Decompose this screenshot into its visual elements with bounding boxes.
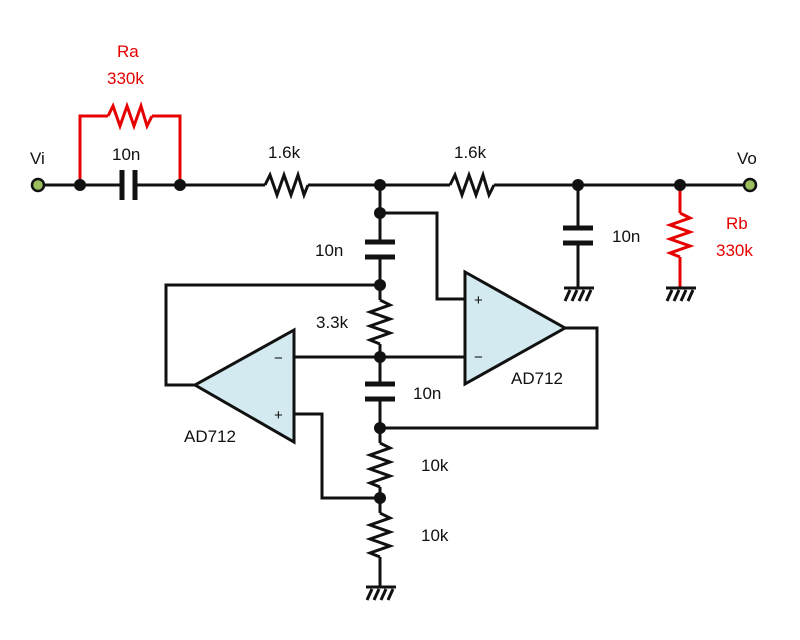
label-cin-value: 10n bbox=[112, 145, 140, 164]
junction-dot bbox=[374, 279, 386, 291]
resistor-ra bbox=[106, 101, 154, 131]
ground-icon bbox=[563, 286, 594, 302]
opamp-left-plus: + bbox=[274, 407, 283, 424]
label-cgic2-value: 10n bbox=[413, 384, 441, 403]
junction-dot bbox=[174, 179, 186, 191]
opamp-left-minus: − bbox=[274, 350, 283, 367]
output-terminal bbox=[742, 177, 758, 193]
wire-right-output bbox=[380, 326, 599, 430]
resistor-rb bbox=[665, 211, 695, 259]
label-r1-value: 1.6k bbox=[268, 143, 301, 162]
label-rdiv1-value: 10k bbox=[421, 456, 449, 475]
wire-to-right-plus bbox=[380, 211, 465, 301]
junction-dot bbox=[374, 351, 386, 363]
opamp-left bbox=[191, 327, 296, 445]
resistor-r2 bbox=[448, 170, 496, 200]
ground-icon bbox=[665, 286, 696, 302]
label-rb-value: 330k bbox=[716, 241, 753, 260]
label-r2-value: 1.6k bbox=[454, 143, 487, 162]
wire-left-feedback bbox=[164, 283, 380, 387]
junction-dot bbox=[374, 207, 386, 219]
label-opamp-right: AD712 bbox=[511, 369, 563, 388]
resistor-r-gic bbox=[365, 298, 395, 346]
junction-dot bbox=[572, 179, 584, 191]
opamp-right bbox=[463, 269, 569, 387]
junction-dot bbox=[74, 179, 86, 191]
label-vo: Vo bbox=[737, 149, 757, 168]
ground-icon bbox=[365, 585, 396, 601]
input-terminal bbox=[30, 177, 46, 193]
junction-dot bbox=[374, 179, 386, 191]
label-ra-name: Ra bbox=[117, 42, 139, 61]
junctions bbox=[74, 179, 686, 504]
junction-dot bbox=[374, 492, 386, 504]
resistor-r1 bbox=[263, 170, 310, 200]
label-rdiv2-value: 10k bbox=[421, 526, 449, 545]
label-ra-value: 330k bbox=[107, 69, 144, 88]
junction-dot bbox=[674, 179, 686, 191]
opamp-right-plus: + bbox=[474, 292, 483, 309]
label-vi: Vi bbox=[30, 149, 45, 168]
wire-ra bbox=[78, 114, 108, 185]
label-opamp-left: AD712 bbox=[184, 427, 236, 446]
resistor-r-div1 bbox=[365, 441, 395, 489]
label-rb-name: Rb bbox=[726, 214, 748, 233]
label-cgic1-value: 10n bbox=[315, 241, 343, 260]
junction-dot bbox=[374, 422, 386, 434]
opamp-right-minus: − bbox=[474, 349, 483, 366]
label-cout-value: 10n bbox=[612, 227, 640, 246]
wire-left-plus bbox=[294, 412, 380, 500]
wire-ra-2 bbox=[152, 114, 182, 185]
resistor-r-div2 bbox=[365, 511, 395, 559]
label-rgic-value: 3.3k bbox=[316, 313, 349, 332]
